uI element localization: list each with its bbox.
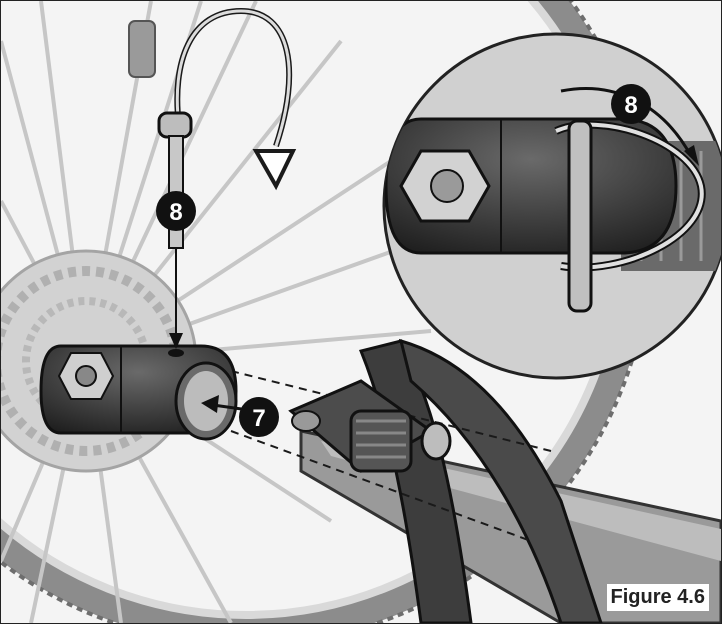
detail-inset (382, 32, 721, 380)
figure-caption: Figure 4.6 (606, 584, 709, 611)
axle-mount-tube (39, 344, 238, 441)
callout-inset-step: 8 (611, 84, 651, 124)
pin-hole (168, 349, 184, 357)
callout-inset-step-label: 8 (624, 92, 637, 119)
hitch-coupler (288, 379, 452, 473)
callout-insert-step-label: 7 (252, 405, 265, 432)
callout-insert-step: 7 (239, 397, 279, 437)
alignment-guides (230, 370, 552, 542)
valve-stem (128, 20, 156, 78)
callout-pin-step-label: 8 (169, 199, 182, 226)
hitch-pin (157, 7, 297, 349)
callout-pin-step: 8 (156, 191, 196, 231)
inset-pin (567, 119, 593, 313)
